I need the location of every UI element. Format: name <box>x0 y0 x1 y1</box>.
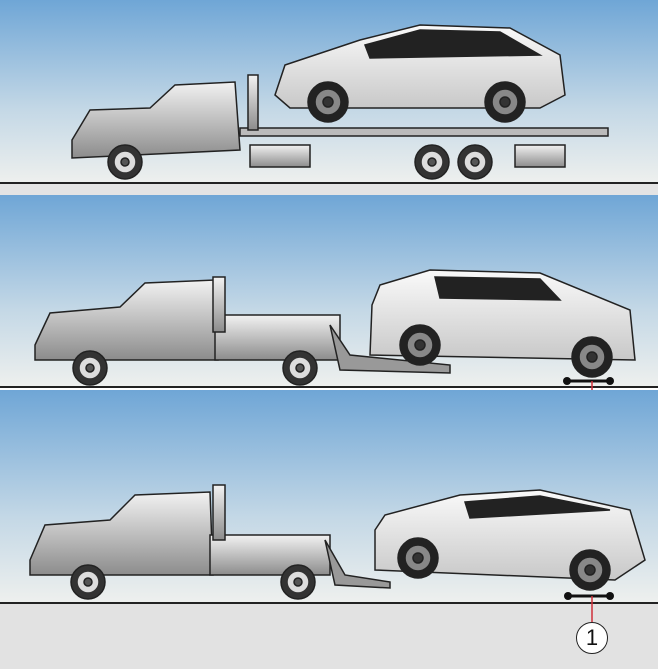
suv-towed <box>369 269 636 378</box>
wheel-lift-illustration-2 <box>0 390 658 669</box>
flatbed-tow-illustration <box>0 0 658 195</box>
callout-wheel-dolly-2: 1 <box>576 622 608 654</box>
suv-on-flatbed <box>274 24 566 123</box>
wheel-lift-illustration-1 <box>0 195 658 390</box>
suv-towed <box>374 489 646 591</box>
panel-wheel-lift-front: 1 <box>0 195 658 390</box>
panel-flatbed-tow <box>0 0 658 195</box>
flatbed-truck <box>71 74 609 180</box>
tow-truck <box>29 484 391 600</box>
wheel-dolly <box>563 377 614 390</box>
wheel-dolly <box>564 592 614 622</box>
panel-wheel-lift-rear: 1 <box>0 390 658 669</box>
tow-truck <box>34 276 451 386</box>
